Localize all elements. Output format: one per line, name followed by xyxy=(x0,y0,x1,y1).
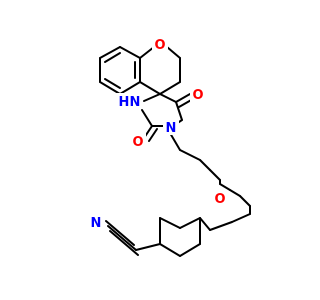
bond xyxy=(229,189,241,197)
oxygen-label: O xyxy=(214,192,225,207)
oxygen-label: O xyxy=(192,88,203,103)
bond xyxy=(104,52,121,63)
bond xyxy=(148,128,158,142)
atom-o-ether: O xyxy=(212,190,228,207)
bond xyxy=(209,169,221,181)
atom-n-nitrile: N xyxy=(88,214,104,231)
nitrogen-label: N xyxy=(166,121,177,136)
oxygen-label: O xyxy=(154,38,165,53)
bond xyxy=(199,217,211,231)
bond xyxy=(139,81,161,95)
bond xyxy=(107,225,137,251)
bond xyxy=(209,221,233,231)
bond xyxy=(219,183,231,191)
bond xyxy=(141,109,153,127)
atom-o-carbonyl-right: O xyxy=(190,86,206,103)
bond xyxy=(175,101,183,121)
structure-svg: O H N O O N O N xyxy=(88,36,251,257)
bond xyxy=(159,243,181,257)
atom-o-carbonyl-left: O xyxy=(130,133,146,150)
bond xyxy=(109,230,139,256)
bond xyxy=(143,93,161,102)
bond xyxy=(179,217,201,229)
bond xyxy=(104,78,121,89)
molecule-diagram: O H N O O N O N xyxy=(88,36,251,257)
bond xyxy=(99,81,121,95)
nitrogen-label: N xyxy=(91,216,102,231)
atom-o-chroman: O xyxy=(152,36,168,53)
bond xyxy=(105,220,135,246)
bond xyxy=(159,81,181,95)
bond xyxy=(175,93,191,103)
bond xyxy=(231,213,251,223)
bond xyxy=(199,159,211,171)
bond xyxy=(179,149,201,161)
bond xyxy=(166,46,181,59)
bond xyxy=(135,243,161,251)
bond xyxy=(179,243,201,257)
bond xyxy=(119,46,141,59)
atom-nh: H N xyxy=(116,93,142,110)
oxygen-label: O xyxy=(132,135,143,150)
bond xyxy=(159,93,177,103)
hydrogen-label: H xyxy=(119,95,130,110)
bond xyxy=(99,46,121,59)
bond xyxy=(119,81,141,95)
bond xyxy=(159,217,181,229)
atom-n-imide: N xyxy=(163,119,179,136)
bond xyxy=(239,195,251,207)
bond xyxy=(139,46,155,59)
bond xyxy=(169,132,181,151)
nitrogen-label: N xyxy=(130,95,141,110)
